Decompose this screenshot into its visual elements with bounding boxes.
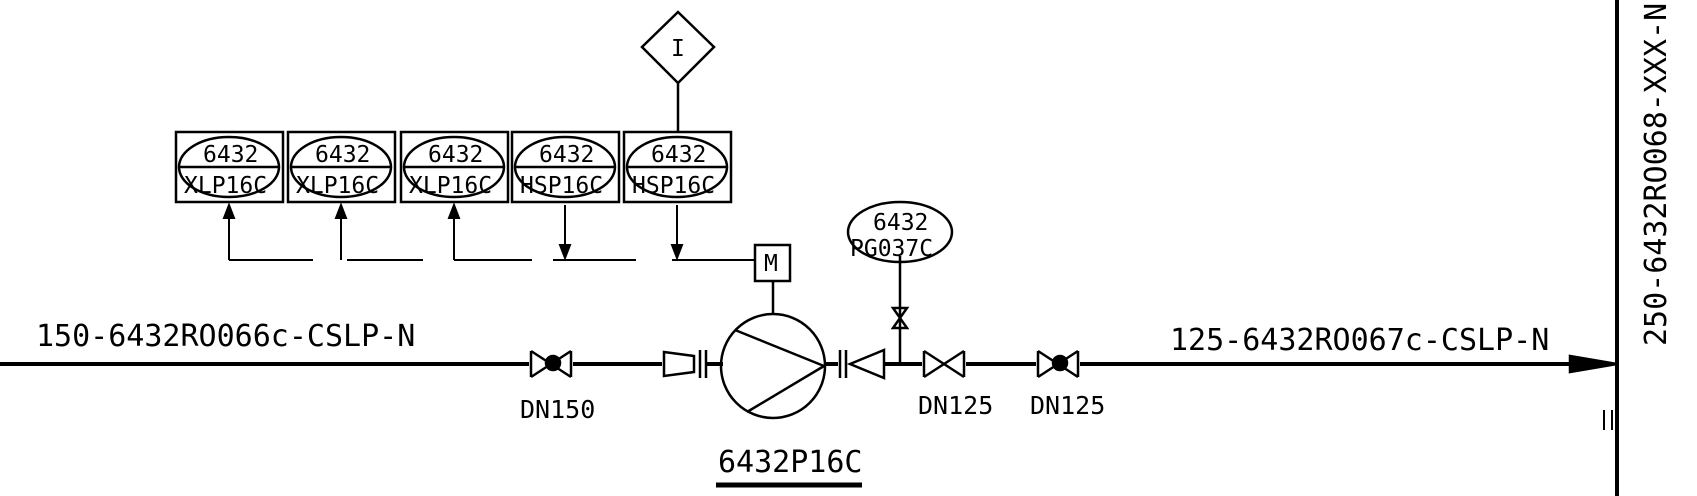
pump-tag: 6432P16C <box>718 445 863 480</box>
instrument-tag-top: 6432 <box>203 142 258 168</box>
instrument-run <box>399 130 510 204</box>
instrument-start <box>510 130 621 204</box>
motor-box <box>753 243 792 283</box>
instrument-auto <box>174 130 285 204</box>
interface-label: 接口 <box>1608 448 1636 496</box>
instrument-tag-top: 6432 <box>315 142 370 168</box>
valve-size-label: DN125 <box>1030 391 1105 420</box>
instrument-tag-top: 6432 <box>539 142 594 168</box>
instrument-tag-bottom: XLP16C <box>409 173 492 199</box>
gauge-isolation-valve <box>890 306 910 330</box>
signal-label-fail: fail <box>356 102 391 128</box>
discharge-flanges <box>825 348 886 380</box>
flow-arrow <box>1568 354 1618 374</box>
valve-size-label: DN125 <box>918 391 993 420</box>
valve-size-label: DN150 <box>520 395 595 424</box>
interlock-label: I <box>671 36 685 62</box>
motor-label: M <box>764 251 778 277</box>
outlet-line-label: 125-6432RO067c-CSLP-N <box>1170 323 1549 358</box>
signal-label-stop: stop <box>688 102 738 128</box>
signal-line-start <box>553 205 636 261</box>
centrifugal-pump <box>719 312 827 420</box>
inlet-check-valve <box>529 349 573 379</box>
discharge-check-valve <box>922 349 966 379</box>
instrument-stop <box>622 130 733 204</box>
instrument-tag-bottom: HSP16C <box>520 173 603 199</box>
discharge-valve <box>1036 349 1080 379</box>
header-line-label: 250-6432RO068-XXX-N <box>1639 3 1674 346</box>
signal-label-run: run <box>468 102 507 128</box>
instrument-tag-bottom: XLP16C <box>296 173 379 199</box>
instrument-tag-bottom: HSP16C <box>632 173 715 199</box>
signal-label-auto: auto <box>238 102 290 128</box>
instrument-fail <box>286 130 397 204</box>
instrument-tag-top: 6432 <box>651 142 706 168</box>
instrument-tag-bottom: XLP16C <box>184 173 267 199</box>
gauge-tag-bottom: PG037C <box>850 236 933 262</box>
pressure-gauge-bubble <box>846 200 954 264</box>
instrument-tag-top: 6432 <box>428 142 483 168</box>
signal-line-stop <box>670 205 755 261</box>
gauge-tag-top: 6432 <box>873 210 928 236</box>
signal-line-run <box>447 202 532 261</box>
suction-reducer <box>662 350 723 378</box>
signal-line-fail <box>334 202 423 261</box>
signal-line-auto <box>222 202 313 261</box>
signal-label-start: start <box>574 102 628 128</box>
inlet-line-label: 150-6432RO066c-CSLP-N <box>36 319 415 354</box>
